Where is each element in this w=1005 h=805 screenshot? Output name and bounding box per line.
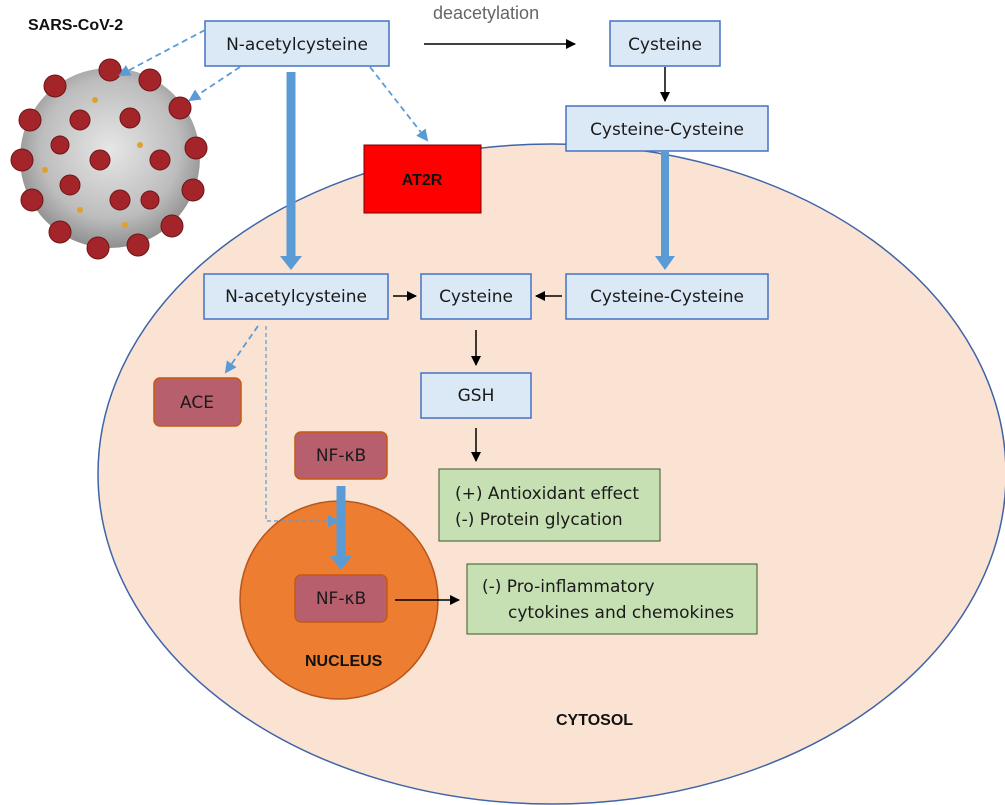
antioxidant-effect-line-1: (+) Antioxidant effect [455, 484, 639, 504]
inflammatory-effect-box [466, 563, 758, 635]
nac-extracellular-label: N-acetylcysteine [226, 35, 368, 55]
cysteine-intracellular-label: Cysteine [439, 287, 513, 307]
virus-label: SARS-CoV-2 [28, 17, 123, 34]
nfkb-nuclear-label: NF-κB [316, 589, 366, 609]
nucleus-label: NUCLEUS [305, 653, 383, 670]
inflammatory-effect-line-1: (-) Pro-inflammatory [482, 577, 655, 597]
cystine-uptake-arrowhead [655, 256, 675, 270]
ace-label: ACE [180, 393, 214, 413]
inflammatory-effect-line-2: cytokines and chemokines [508, 603, 734, 623]
antioxidant-effect-box [438, 468, 661, 542]
ace-box [153, 377, 242, 427]
gsh-label: GSH [458, 386, 495, 406]
nfkb-nuclear-box [294, 574, 388, 623]
cystine-extracellular-box [565, 105, 769, 152]
nac-intracellular-label: N-acetylcysteine [225, 287, 367, 307]
nac-uptake-arrowhead [280, 256, 302, 270]
nac-extracellular-box [204, 20, 390, 67]
cysteine-intracellular-box [420, 273, 532, 320]
nfkb-cytosolic-box [294, 431, 388, 480]
antioxidant-effect-line-2: (-) Protein glycation [455, 510, 623, 530]
cysteine-extracellular-box [609, 20, 721, 67]
sars-cov-2-virus-image [10, 58, 208, 260]
nac-intracellular-box [203, 273, 389, 320]
cystine-intracellular-box [565, 273, 769, 320]
cysteine-extracellular-label: Cysteine [628, 35, 702, 55]
nac-to-nucleus-dashed-path [265, 326, 340, 527]
cytosol-label: CYTOSOL [556, 712, 633, 729]
nac-to-at2r-arrow [369, 66, 429, 142]
nac-to-virus-arrow-2 [188, 66, 241, 102]
cystine-intracellular-label: Cysteine-Cysteine [590, 287, 744, 307]
nac-to-virus-arrow-1 [118, 29, 206, 76]
nfkb-cytosolic-label: NF-κB [316, 446, 366, 466]
at2r-label: AT2R [402, 172, 443, 189]
cystine-extracellular-label: Cysteine-Cysteine [590, 120, 744, 140]
gsh-box [420, 372, 532, 419]
at2r-receptor-box [363, 144, 482, 214]
nfkb-translocation-arrowhead [330, 556, 352, 570]
deacetylation-label: deacetylation [433, 3, 539, 23]
